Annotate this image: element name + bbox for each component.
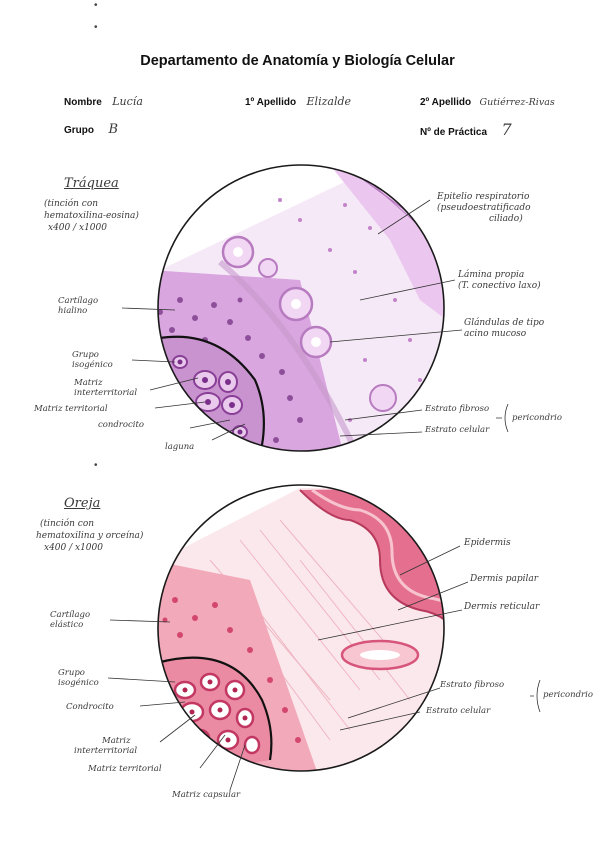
label-matriz-territorial-o: Matriz territorial — [88, 764, 162, 774]
trachea-leader-lines — [121, 199, 509, 441]
label-line: acino mucoso — [464, 329, 527, 339]
practica-field: Nº de Práctica 7 — [420, 120, 512, 140]
practica-label: Nº de Práctica — [420, 127, 488, 138]
trachea-stain-line1: (tinción con — [44, 199, 99, 209]
label-matriz-interterritorial-t: Matriz interterritorial — [74, 378, 137, 398]
scan-dot: • — [94, 460, 98, 471]
ear-micrograph — [157, 484, 445, 772]
label-line: (pseudoestratificado — [437, 203, 531, 213]
ear-magnification: x400 / x1000 — [44, 543, 103, 553]
page-title: Departamento de Anatomía y Biología Celu… — [140, 53, 455, 69]
label-pericondrio-t: pericondrio — [512, 413, 562, 423]
ear-stain: (tinción con hematoxilina y orceína) x40… — [36, 518, 190, 554]
apellido1-label: 1º Apellido — [245, 97, 297, 108]
label-line: Glándulas de tipo — [464, 318, 545, 328]
apellido2-label: 2º Apellido — [420, 97, 472, 108]
label-epidermis: Epidermis — [464, 538, 511, 548]
label-line: elástico — [50, 620, 84, 630]
scan-dot: • — [94, 0, 98, 11]
label-epitelio: Epitelio respiratorio (pseudoestratifica… — [437, 192, 531, 225]
label-condrocito-o: Condrocito — [66, 702, 114, 712]
label-estrato-fibroso-o: Estrato fibroso — [440, 680, 505, 690]
nombre-field: Nombre Lucía — [64, 92, 143, 110]
label-line: Lámina propia — [458, 270, 525, 280]
label-line: hialino — [58, 306, 88, 316]
ear-title: Oreja — [64, 496, 101, 511]
label-grupo-isogenico-t: Grupo isogénico — [72, 350, 113, 370]
label-estrato-celular-t: Estrato celular — [425, 425, 490, 435]
label-condrocito-t: condrocito — [98, 420, 144, 430]
label-line: isogénico — [58, 678, 99, 688]
apellido2-field: 2º Apellido Gutiérrez-Rivas — [420, 92, 555, 110]
trachea-magnification: x400 / x1000 — [48, 223, 107, 233]
label-line: Cartílago — [58, 296, 99, 306]
grupo-label: Grupo — [64, 125, 94, 136]
ear-stain-line2: hematoxilina y orceína) — [36, 531, 144, 541]
trachea-stain: (tinción con hematoxilina-eosina) x400 /… — [44, 198, 194, 234]
apellido1-field: 1º Apellido Elizalde — [245, 92, 351, 110]
label-estrato-celular-o: Estrato celular — [426, 706, 491, 716]
label-line: Matriz — [74, 378, 103, 388]
label-line: isogénico — [72, 360, 113, 370]
label-glandulas: Glándulas de tipo acino mucoso — [464, 318, 544, 340]
label-line: Matriz — [102, 736, 131, 746]
label-line: Grupo — [72, 350, 99, 360]
label-cartilago-elastico: Cartílago elástico — [50, 610, 90, 630]
label-line: Cartílago — [50, 610, 91, 620]
label-matriz-territorial-t: Matriz territorial — [34, 404, 108, 414]
label-pericondrio-o: pericondrio — [543, 690, 593, 700]
trachea-micrograph — [157, 164, 445, 452]
label-lamina-propia: Lámina propia (T. conectivo laxo) — [458, 270, 541, 292]
label-matriz-interterritorial-o: Matriz interterritorial — [74, 736, 137, 756]
label-grupo-isogenico-o: Grupo isogénico — [58, 668, 99, 688]
nombre-label: Nombre — [64, 97, 102, 108]
label-laguna: laguna — [165, 442, 195, 452]
label-line: ciliado) — [489, 214, 523, 224]
label-line: (T. conectivo laxo) — [458, 281, 541, 291]
ear-stain-line1: (tinción con — [40, 519, 95, 529]
label-line: Epitelio respiratorio — [437, 192, 530, 202]
label-dermis-papilar: Dermis papilar — [470, 574, 539, 584]
label-matriz-capsular: Matriz capsular — [172, 790, 241, 800]
ear-leader-lines — [107, 545, 541, 791]
apellido1-value: Elizalde — [306, 95, 352, 108]
scan-dot: • — [94, 22, 98, 33]
grupo-field: Grupo B — [64, 120, 118, 138]
grupo-value: B — [108, 122, 119, 137]
nombre-value: Lucía — [112, 95, 143, 108]
label-cartilago-hialino: Cartílago hialino — [58, 296, 98, 316]
label-line: Grupo — [58, 668, 85, 678]
trachea-stain-line2: hematoxilina-eosina) — [44, 211, 139, 221]
apellido2-value: Gutiérrez-Rivas — [479, 97, 555, 108]
trachea-title: Tráquea — [64, 176, 119, 191]
label-line: interterritorial — [74, 388, 138, 398]
label-line: interterritorial — [74, 746, 138, 756]
label-estrato-fibroso-t: Estrato fibroso — [425, 404, 490, 414]
label-dermis-reticular: Dermis reticular — [464, 602, 540, 612]
practica-value: 7 — [501, 120, 512, 139]
